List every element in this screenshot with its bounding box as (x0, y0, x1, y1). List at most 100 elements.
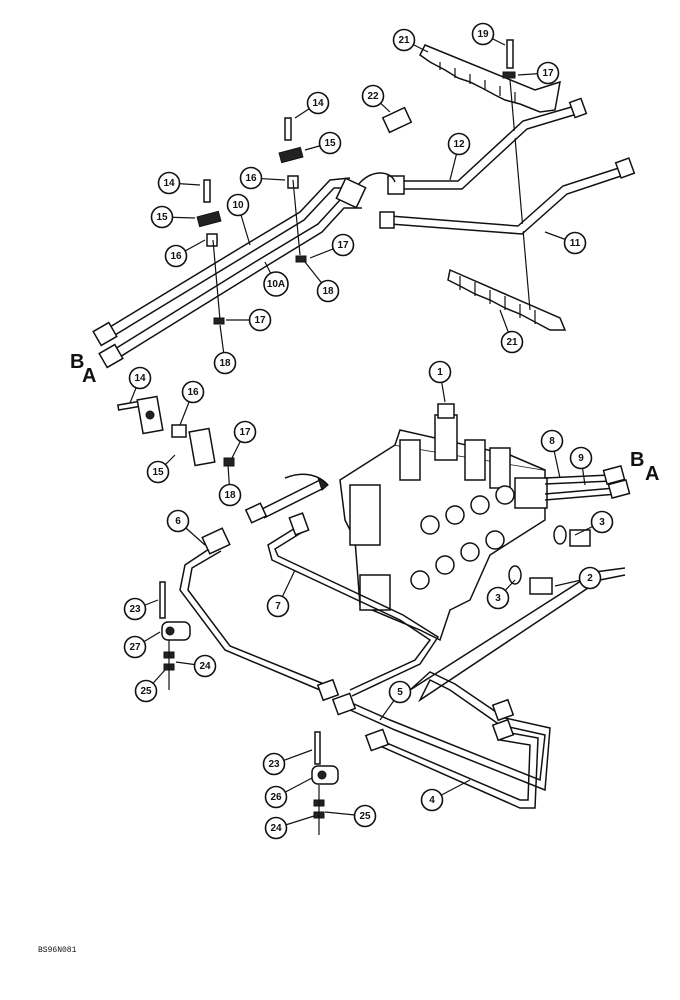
callout-c4: 4 (420, 779, 471, 812)
callout-bubble (134, 679, 158, 703)
callout-number: 25 (359, 811, 371, 822)
callout-number: 26 (270, 792, 282, 803)
callout-c16a: 16 (239, 166, 286, 190)
callout-c1: 1 (428, 360, 452, 403)
callout-c25b: 25 (324, 804, 377, 828)
callout-c17b: 17 (309, 233, 355, 259)
callout-bubble (226, 193, 250, 217)
callout-bubble (316, 279, 340, 303)
port-letter-b-right: B (630, 449, 644, 471)
tube-7 (267, 512, 440, 697)
callout-c15c: 15 (146, 454, 176, 484)
port-fitting-a (98, 343, 124, 369)
callout-c9: 9 (569, 446, 593, 486)
callout-number: 27 (129, 642, 141, 653)
callout-number: 18 (219, 358, 231, 369)
callout-number: 15 (324, 138, 336, 149)
tube-upper-left (244, 479, 325, 524)
callout-bubble (500, 330, 524, 354)
callout-number: 9 (578, 453, 584, 464)
callout-c19: 19 (471, 22, 506, 46)
callout-c15a: 15 (304, 131, 342, 155)
callout-bubble (331, 233, 355, 257)
callout-c18b: 18 (213, 324, 237, 375)
callout-bubble (166, 509, 190, 533)
callout-bubble (447, 132, 471, 156)
callout-bubble (164, 244, 188, 268)
callout-c10: 10 (226, 193, 251, 246)
callout-c2: 2 (554, 566, 602, 590)
callout-c18c: 18 (218, 464, 242, 507)
callout-number: 24 (199, 661, 211, 672)
callout-c27: 27 (123, 631, 161, 659)
callout-c7: 7 (266, 569, 296, 618)
port-fitting-b (92, 321, 118, 347)
callout-bubble (157, 171, 181, 195)
callout-bubble (264, 816, 288, 840)
callout-c3b: 3 (486, 579, 516, 610)
callout-bubble (264, 785, 288, 809)
callout-number: 18 (224, 490, 236, 501)
tube-10a (109, 199, 362, 361)
callout-bubble (428, 360, 452, 384)
callout-bubble (248, 308, 272, 332)
callout-c8: 8 (540, 429, 564, 479)
callout-bubble (266, 594, 290, 618)
callout-number: 22 (367, 91, 379, 102)
bolt-19 (502, 39, 516, 79)
callout-number: 3 (495, 593, 501, 604)
callout-c14b: 14 (157, 171, 201, 195)
callout-bubble (353, 804, 377, 828)
callout-bubble (392, 28, 416, 52)
clamp-bolt-axis (509, 79, 531, 311)
callout-number: 14 (134, 373, 146, 384)
tube-11 (379, 157, 636, 235)
callout-bubble (193, 654, 217, 678)
nut-17-left (213, 317, 225, 325)
callout-c11: 11 (544, 231, 587, 255)
callout-bubble (128, 366, 152, 390)
spacer-22 (381, 106, 413, 134)
callout-number: 10A (267, 279, 285, 290)
callout-c5: 5 (379, 680, 412, 721)
callout-c10a: 10A (263, 261, 289, 297)
callout-bubble (471, 22, 495, 46)
clamp-block-27 (159, 581, 191, 690)
callout-number: 3 (599, 517, 605, 528)
callout-number: 17 (337, 240, 349, 251)
port-letter-a-right: A (645, 463, 659, 485)
callout-bubble (262, 752, 286, 776)
callout-c3a: 3 (574, 510, 614, 536)
port-letter-b-left: B (70, 351, 84, 373)
clamp-block-26 (311, 731, 339, 835)
callout-number: 16 (245, 173, 257, 184)
callout-bubble (486, 586, 510, 610)
callout-number: 5 (397, 687, 403, 698)
callout-number: 24 (270, 823, 282, 834)
callout-bubble (123, 635, 147, 659)
callout-number: 16 (187, 387, 199, 398)
callout-number: 25 (140, 686, 152, 697)
callout-number: 6 (175, 516, 181, 527)
callout-bubble (123, 597, 147, 621)
callout-c15b: 15 (150, 205, 196, 229)
callout-number: 2 (587, 573, 593, 584)
callout-layer: 12334567891010A1112141414151515161616171… (123, 22, 614, 840)
callout-number: 10 (232, 200, 244, 211)
callout-c25a: 25 (134, 669, 166, 703)
callout-c6: 6 (166, 509, 206, 546)
callout-number: 7 (275, 601, 281, 612)
callout-bubble (361, 84, 385, 108)
clamp-bar-upper (419, 44, 561, 113)
callout-bubble (233, 420, 257, 444)
callout-bubble (388, 680, 412, 704)
callout-number: 12 (453, 139, 465, 150)
callout-c22: 22 (361, 84, 391, 113)
tube-12 (387, 97, 588, 195)
callout-c16c: 16 (179, 380, 205, 426)
callout-c14a: 14 (294, 91, 330, 119)
callout-bubble (146, 460, 170, 484)
callout-number: 8 (549, 436, 555, 447)
callout-bubble (181, 380, 205, 404)
